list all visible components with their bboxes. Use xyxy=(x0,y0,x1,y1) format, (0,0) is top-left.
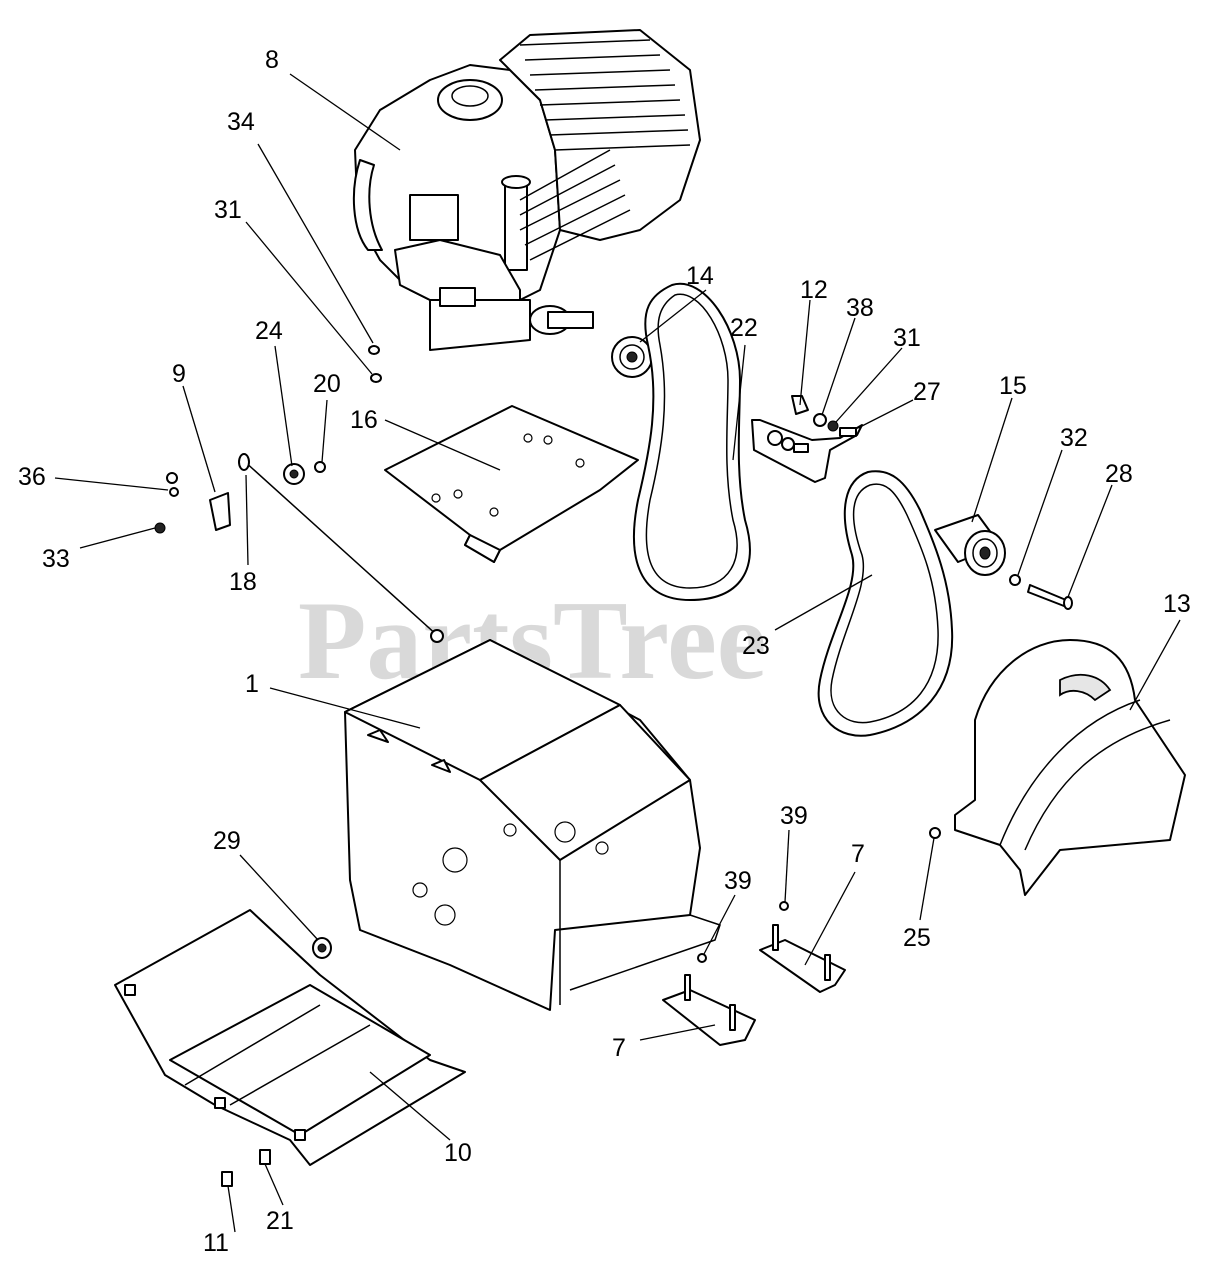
callout-39-left: 39 xyxy=(724,867,752,895)
washer-part-38[interactable] xyxy=(813,413,827,427)
tray-part-10[interactable] xyxy=(114,909,466,1166)
callout-22: 22 xyxy=(730,314,758,342)
callout-32: 32 xyxy=(1060,424,1088,452)
idler-hardware[interactable] xyxy=(767,430,809,453)
callout-14: 14 xyxy=(686,262,714,290)
callout-18: 18 xyxy=(229,568,257,596)
callout-24: 24 xyxy=(255,317,283,345)
callout-10: 10 xyxy=(444,1139,472,1167)
callout-36: 36 xyxy=(18,463,46,491)
plate-part-16[interactable] xyxy=(384,405,639,563)
callout-13: 13 xyxy=(1163,590,1191,618)
callout-27: 27 xyxy=(913,378,941,406)
bolt-part-27[interactable] xyxy=(839,427,857,437)
pulley-part-14[interactable] xyxy=(611,336,653,378)
callout-7-right: 7 xyxy=(851,840,865,868)
callout-33: 33 xyxy=(42,545,70,573)
washer-part-32[interactable] xyxy=(1009,574,1021,586)
bolt-part-28[interactable] xyxy=(1027,584,1073,610)
callout-39-right: 39 xyxy=(780,802,808,830)
belt-part-23[interactable] xyxy=(817,470,954,737)
nut-part-36[interactable] xyxy=(166,472,179,497)
rod-part-18[interactable] xyxy=(238,453,444,643)
bracket-part-9[interactable] xyxy=(209,492,231,531)
callout-labels: 8 34 31 14 22 12 38 31 27 15 32 28 13 23… xyxy=(18,46,1191,1257)
callout-12: 12 xyxy=(800,276,828,304)
callout-28: 28 xyxy=(1105,460,1133,488)
callout-9: 9 xyxy=(172,360,186,388)
callout-20: 20 xyxy=(313,370,341,398)
leader-lines xyxy=(54,73,1181,1233)
nut-part-33[interactable] xyxy=(154,522,166,534)
grommet-part-24[interactable] xyxy=(283,463,305,485)
belt-part-22[interactable] xyxy=(632,282,751,601)
washer-part-34[interactable] xyxy=(368,345,380,355)
mount-plate-part-7-right[interactable] xyxy=(759,924,846,993)
nut-part-39-left[interactable] xyxy=(697,953,707,963)
callout-38: 38 xyxy=(846,294,874,322)
clip-part-21[interactable] xyxy=(259,1149,271,1165)
belt-cover-part-13[interactable] xyxy=(954,639,1186,896)
frame-part-1[interactable] xyxy=(344,639,721,1011)
nut-part-31-left[interactable] xyxy=(370,373,382,383)
callout-25: 25 xyxy=(903,924,931,952)
callout-1: 1 xyxy=(245,670,259,698)
bolt-part-11[interactable] xyxy=(221,1171,233,1187)
callout-7-left: 7 xyxy=(612,1034,626,1062)
grommet-part-29[interactable] xyxy=(312,937,332,959)
nut-part-31[interactable] xyxy=(827,420,839,432)
callout-23: 23 xyxy=(742,632,770,660)
callout-31-right: 31 xyxy=(893,324,921,352)
callout-31-left: 31 xyxy=(214,196,242,224)
mount-plate-part-7-left[interactable] xyxy=(662,974,756,1046)
pulley-part-15[interactable] xyxy=(934,514,1006,576)
callout-8: 8 xyxy=(265,46,279,74)
engine-part-8[interactable] xyxy=(352,29,701,351)
callout-21: 21 xyxy=(266,1207,294,1235)
callout-16: 16 xyxy=(350,406,378,434)
callout-15: 15 xyxy=(999,372,1027,400)
callout-11: 11 xyxy=(203,1229,229,1257)
callout-29: 29 xyxy=(213,827,241,855)
screw-part-20[interactable] xyxy=(314,461,326,473)
screw-part-25[interactable] xyxy=(929,827,941,839)
callout-34: 34 xyxy=(227,108,255,136)
nut-part-39-right[interactable] xyxy=(779,901,789,911)
